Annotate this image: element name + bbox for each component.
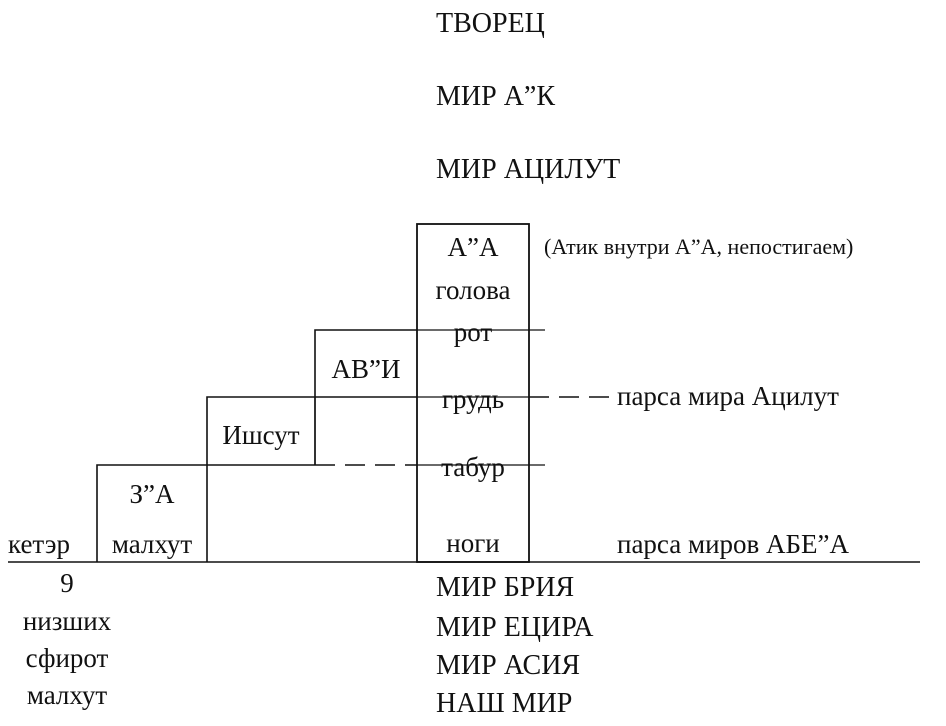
legs-label: ноги <box>446 528 499 558</box>
abba-veima-label: АВ”И <box>332 354 401 384</box>
world-atzilut-label: МИР АЦИЛУТ <box>436 154 620 185</box>
world-asiya-label: МИР АСИЯ <box>436 650 580 681</box>
malkhut-label: малхут <box>112 529 193 559</box>
world-creator-label: ТВОРЕЦ <box>436 8 545 39</box>
lower-sefirot-word-2: сфирот <box>26 643 109 673</box>
navel-label: табур <box>441 452 505 482</box>
head-label: голова <box>436 275 511 305</box>
our-world-label: НАШ МИР <box>436 688 572 719</box>
world-yetzira-label: МИР ЕЦИРА <box>436 612 594 643</box>
lower-sefirot-number: 9 <box>60 568 74 598</box>
ishsut-box <box>206 396 417 562</box>
arich-anpin-label: А”А <box>448 232 499 262</box>
parsa-atzilut-label: парса мира Ацилут <box>617 381 839 411</box>
ishsut-label: Ишсут <box>222 420 299 450</box>
zeir-anpin-label: З”А <box>129 479 175 509</box>
parsa-abya-label: парса миров АБЕ”А <box>617 529 849 559</box>
lower-sefirot-word-1: низших <box>23 606 112 636</box>
atik-note: (Атик внутри А”А, непостигаем) <box>544 234 853 259</box>
zeir-anpin-box <box>96 464 315 562</box>
world-ak-label: МИР А”К <box>436 81 555 112</box>
chest-label: грудь <box>442 384 504 414</box>
lower-sefirot-word-3: малхут <box>27 680 108 710</box>
world-beria-label: МИР БРИЯ <box>436 572 574 603</box>
mouth-label: рот <box>454 317 493 347</box>
keter-label: кетэр <box>8 529 70 559</box>
